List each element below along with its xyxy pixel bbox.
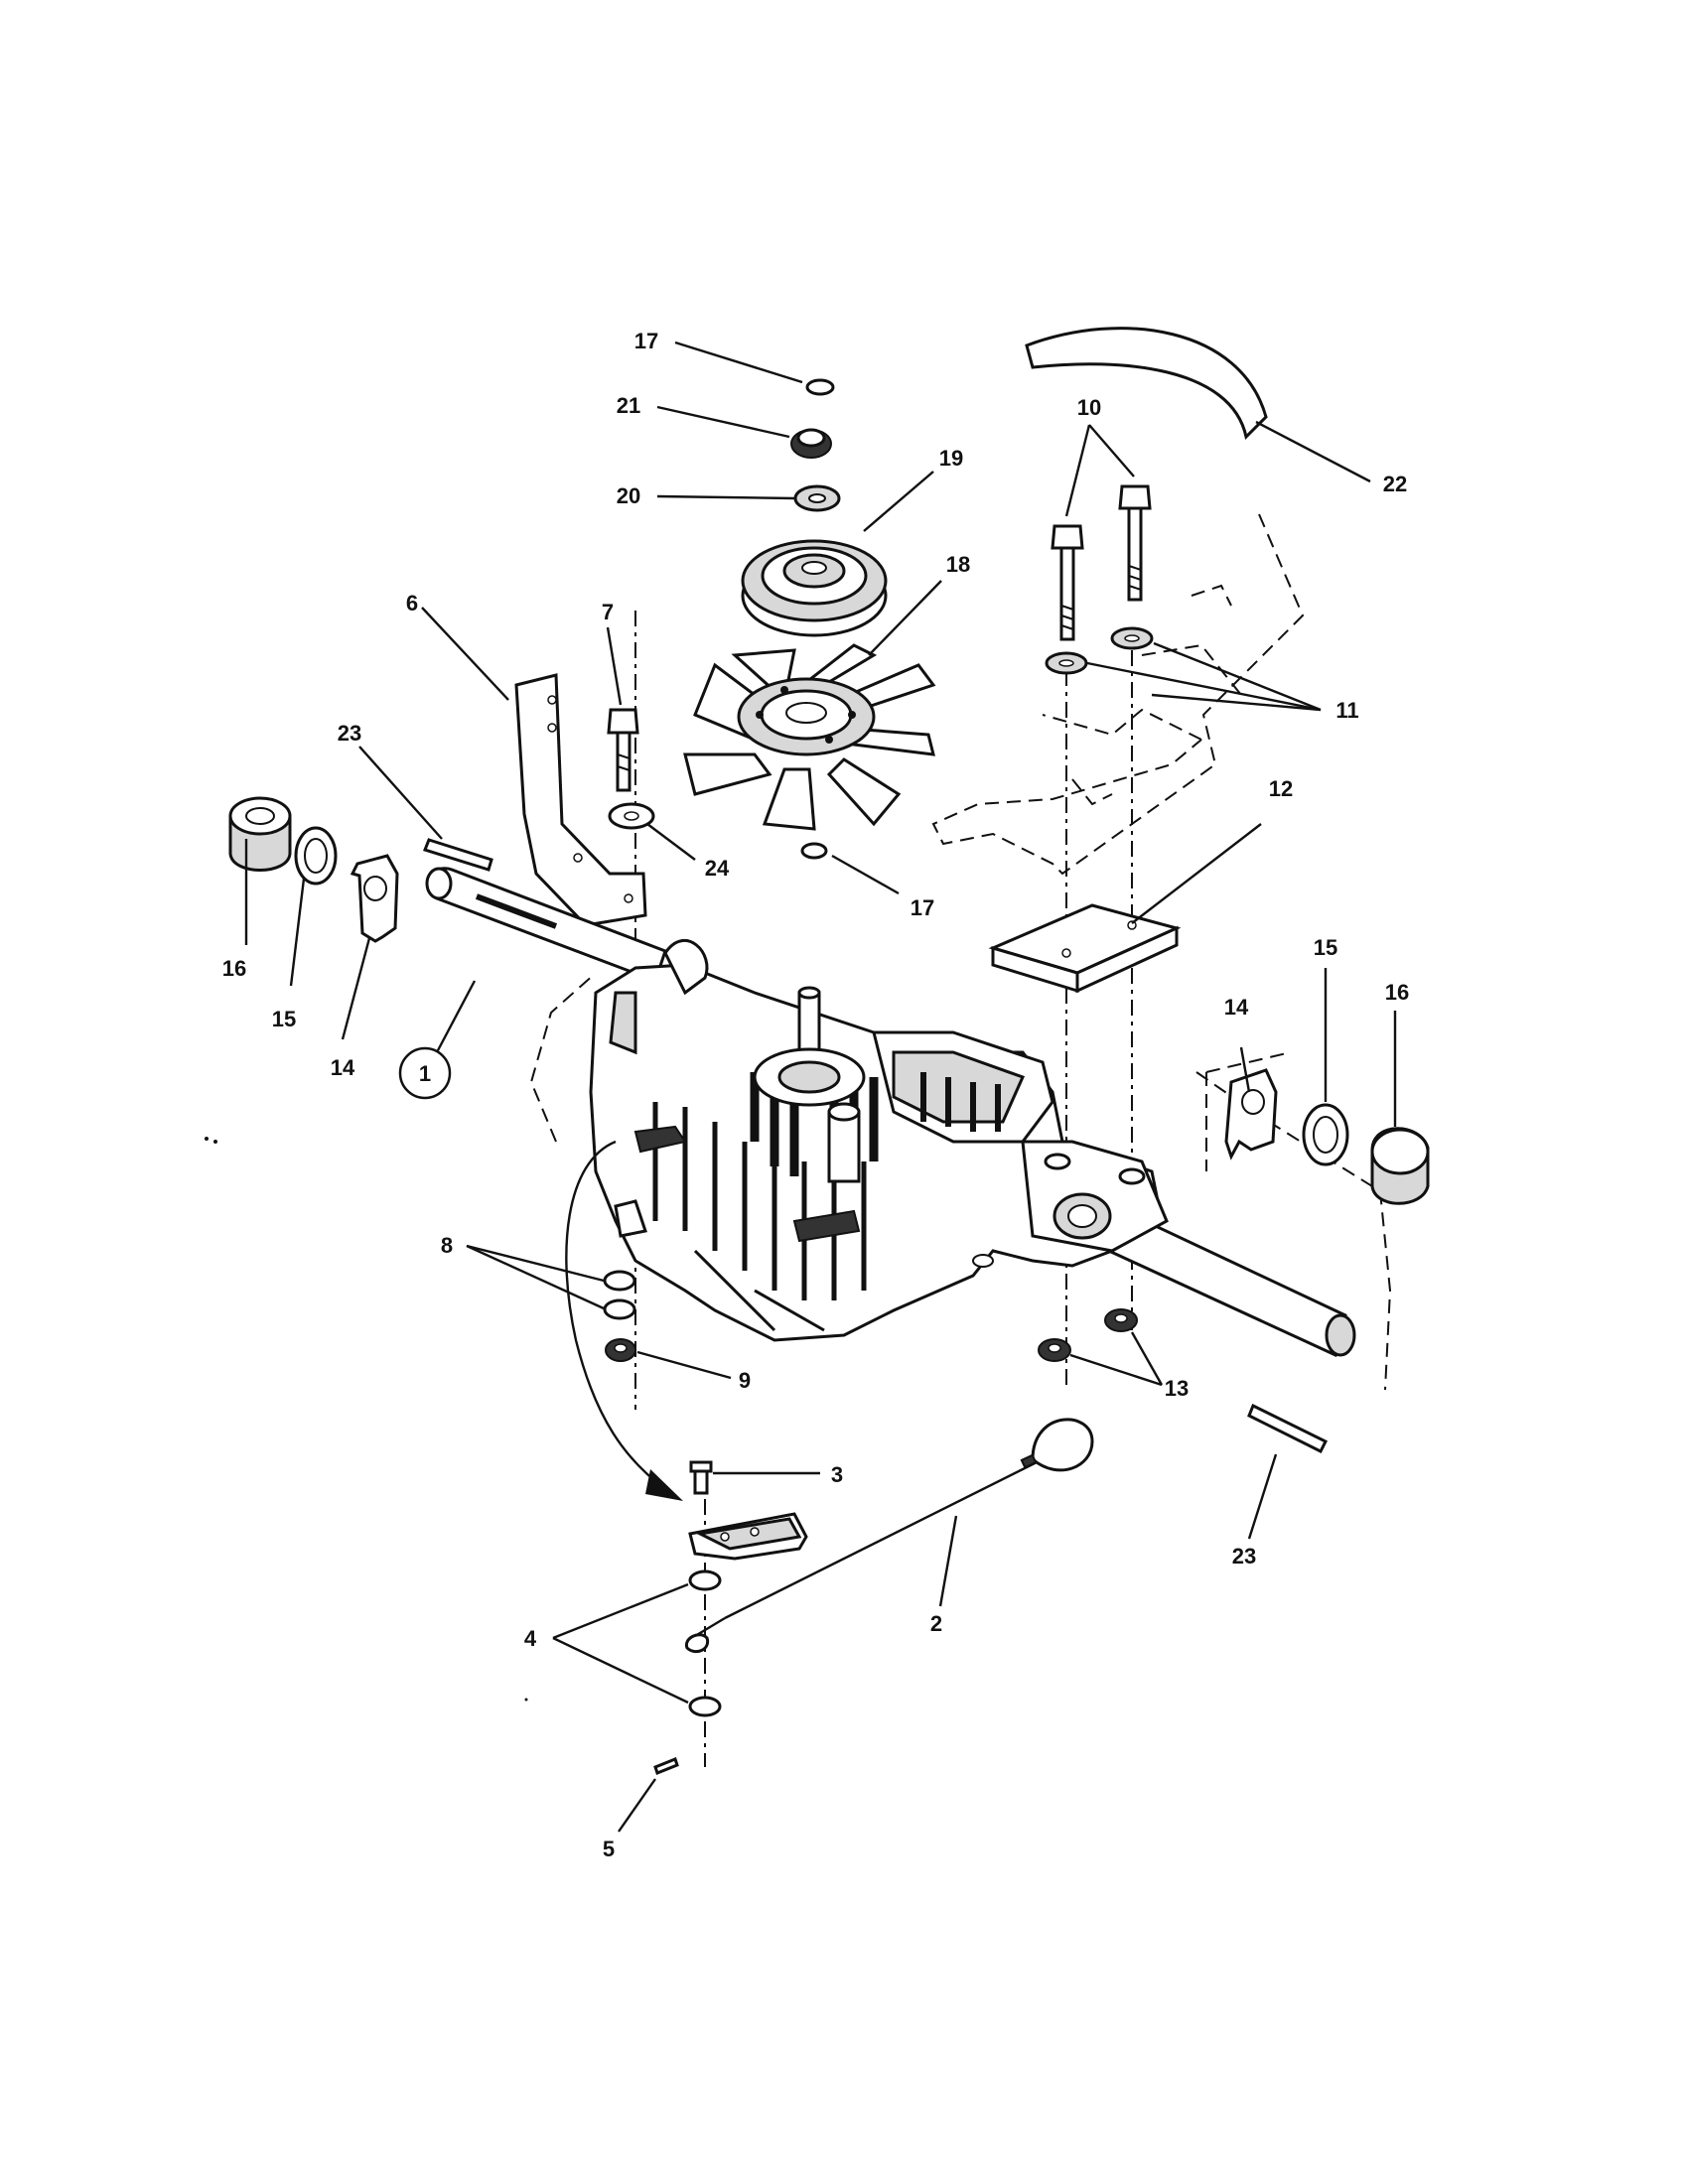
callout-23-lower: 23 <box>1232 1544 1256 1569</box>
callout-15-left: 15 <box>272 1007 296 1031</box>
callout-17: 17 <box>634 329 658 353</box>
callout-19: 19 <box>939 446 963 471</box>
callout-9: 9 <box>739 1368 751 1393</box>
stray-marks <box>205 1137 528 1702</box>
part-16-bushing-right <box>1370 1127 1430 1205</box>
part-2-rod <box>684 1418 1094 1654</box>
callout-labels: 17 21 20 19 18 10 22 11 6 7 23 24 17 12 … <box>222 329 1409 1861</box>
callout-8: 8 <box>441 1233 453 1258</box>
part-24-washer <box>608 802 655 830</box>
callout-22: 22 <box>1383 472 1407 496</box>
part-23-pin-upper <box>423 838 493 872</box>
part-22-strap <box>1025 327 1268 441</box>
callout-14-left: 14 <box>331 1055 355 1080</box>
part-4-washer-lower <box>688 1696 722 1717</box>
callout-7: 7 <box>602 600 614 624</box>
part-21-nut <box>790 428 832 459</box>
part-17-lower-washer <box>800 842 828 860</box>
part-14-bracket-left <box>350 854 399 943</box>
part-8-washer-lower <box>603 1298 636 1320</box>
part-11-washer-left <box>1045 651 1088 675</box>
part-16-bushing-left <box>228 796 292 872</box>
callout-23: 23 <box>338 721 361 746</box>
part-5-cotter-pin <box>653 1757 679 1775</box>
callout-2: 2 <box>930 1611 942 1636</box>
callout-12: 12 <box>1269 776 1293 801</box>
part-23-pin-lower <box>1247 1403 1329 1454</box>
part-17-upper-washer <box>805 378 835 396</box>
part-3-bolt <box>689 1460 713 1495</box>
callout-20: 20 <box>617 483 640 508</box>
part-13-nut-right <box>1104 1308 1138 1332</box>
part-8-washer-upper <box>603 1270 636 1292</box>
frame-outline <box>931 513 1305 876</box>
callout-3: 3 <box>831 1462 843 1487</box>
callout-14-right: 14 <box>1224 995 1249 1020</box>
callout-15-right: 15 <box>1314 935 1337 960</box>
callout-11: 11 <box>1335 698 1358 723</box>
leader-lines <box>244 341 1397 1833</box>
callout-18: 18 <box>946 552 970 577</box>
callout-10: 10 <box>1077 395 1101 420</box>
part-20-washer <box>793 484 841 512</box>
part-14-bracket-right <box>1224 1068 1278 1160</box>
part-18-fan <box>683 643 936 831</box>
callout-1: 1 <box>419 1061 431 1086</box>
part-11-washer-right <box>1110 626 1154 650</box>
callout-24: 24 <box>705 856 730 881</box>
callout-16-left: 16 <box>222 956 246 981</box>
callout-6: 6 <box>406 591 418 615</box>
callout-17-lower: 17 <box>911 895 934 920</box>
part-15-washer-left <box>294 826 338 886</box>
part-9-nut <box>605 1338 636 1362</box>
part-19-pulley <box>741 539 888 637</box>
part-6-bracket <box>514 673 647 927</box>
curved-arrow <box>565 1140 683 1501</box>
part-12-plate <box>988 903 1182 994</box>
part-4-washer-upper <box>688 1570 722 1591</box>
transmission-body <box>589 939 1169 1342</box>
part-3-bracket <box>688 1512 808 1561</box>
part-10-bolt-right <box>1118 484 1152 602</box>
part-15-washer-right <box>1302 1103 1349 1166</box>
callout-21: 21 <box>617 393 640 418</box>
part-13-nut-left <box>1038 1338 1071 1362</box>
callout-13: 13 <box>1165 1376 1189 1401</box>
part-10-bolt-left <box>1051 524 1084 641</box>
callout-1-circle <box>398 1046 452 1100</box>
callout-16-right: 16 <box>1385 980 1409 1005</box>
callout-5: 5 <box>603 1837 615 1861</box>
callout-4: 4 <box>524 1626 537 1651</box>
left-axle <box>425 867 667 983</box>
part-7-bolt <box>607 708 639 792</box>
